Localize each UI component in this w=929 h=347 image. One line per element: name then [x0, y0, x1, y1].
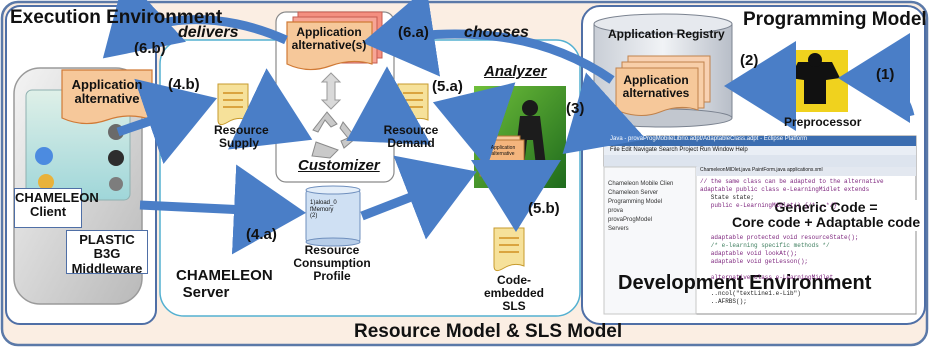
registry-alternatives-label: Application alternatives — [622, 73, 690, 101]
step-2: (2) — [740, 52, 759, 69]
step-6a: (6.a) — [398, 24, 429, 41]
analyzer-card-text: Application alternative — [490, 145, 516, 157]
arrow-1 — [838, 33, 915, 124]
ide-code-line — [700, 282, 914, 290]
profile-doc-text: 1)aload_0 fMemory (2) — [310, 200, 337, 220]
preprocessor-figure — [782, 50, 848, 112]
analyzer-image — [474, 86, 566, 188]
resource-supply-label: Resource Supply — [214, 123, 269, 151]
ide-code-area: // the same class can be adapted to the … — [700, 178, 914, 312]
preprocessor-label: Preprocessor — [784, 115, 862, 129]
ide-tree-item: Chameleon Mobile Clien — [608, 181, 674, 187]
ide-code-line: adaptable void lookAt(); — [700, 250, 798, 257]
step-5a: (5.a) — [432, 78, 463, 95]
ide-tree-item: Servers — [608, 226, 629, 232]
resource-supply-doc — [217, 83, 249, 126]
chameleon-server-title: CHAMELEON Server — [176, 267, 273, 301]
sls-label: Code-embedded SLS — [483, 273, 544, 314]
ide-code-line: alternative class e-LearningMidlet — [700, 274, 834, 281]
arrow-5a — [432, 82, 516, 168]
arrow-4a — [139, 164, 306, 255]
ide-menu: File Edit Navigate Search Project Run Wi… — [610, 147, 748, 153]
arrow-3 — [562, 72, 647, 155]
ide-code-line: public e-LearningMidlet() {/*...*/} — [700, 202, 837, 209]
arrow-demand-to-customizer — [346, 66, 432, 145]
arrow-6b-delivers — [102, 0, 288, 59]
registry-label: Application Registry — [608, 27, 725, 41]
sls-doc — [493, 227, 525, 272]
programming-model-title: Programming Model — [743, 9, 927, 30]
profile-scroll — [305, 185, 361, 247]
execution-environment-title: Execution Environment — [10, 7, 223, 28]
step-6b: (6.b) — [134, 40, 166, 57]
app-alternative-label: Application alternative — [71, 77, 143, 107]
plastic-middleware-box: PLASTIC B3G Middleware — [66, 230, 148, 275]
customizer-app-label: Application alternative(s) — [291, 25, 367, 53]
ide-tree-item: Programming Model — [608, 199, 663, 205]
ide-code-line: adaptable public class e-LearningMidlet … — [700, 186, 870, 193]
double-arrow — [320, 72, 342, 110]
resource-demand-doc — [397, 83, 429, 126]
step-5b: (5.b) — [528, 200, 560, 217]
profile-label: Resource Consumption Profile — [293, 243, 371, 284]
bottom-model-title: Resource Model & SLS Model — [354, 321, 623, 342]
development-environment-title: Development Environment — [618, 272, 872, 294]
ide-code-line: adaptable protected void resourceState()… — [700, 234, 859, 241]
chooses-label: chooses — [464, 24, 529, 41]
ide-tree-item: Chameleon Server — [608, 190, 659, 196]
step-4b: (4.b) — [168, 76, 200, 93]
analyzer-label: Analyzer — [484, 63, 547, 80]
step-3: (3) — [566, 100, 585, 117]
ide-title-bar: Java - provaProgMobileLibrio.adpt/Adapta… — [610, 136, 808, 142]
delivers-label: delivers — [178, 24, 239, 41]
ide-tree-item: provaProgModel — [608, 217, 653, 223]
generic-code-label: Generic Code = Core code + Adaptable cod… — [732, 199, 921, 231]
ide-code-line: State state; — [700, 194, 755, 201]
ide-code-line: // the same class can be adapted to the … — [700, 178, 884, 185]
ide-code-line: /* e-learning specific methods */ — [700, 242, 830, 249]
ide-code-line: adaptable void getLesson(); — [700, 258, 809, 265]
ide-code-line: ..ncol("textLine1.e-Lib") — [700, 290, 801, 297]
customizer-label: Customizer — [298, 157, 380, 174]
ide-code-line — [700, 226, 914, 234]
ide-code-line: ..AFRBS(); — [700, 298, 747, 305]
ide-code-line — [700, 218, 914, 226]
ide-code-line — [700, 210, 914, 218]
resource-demand-label: Resource Demand — [383, 123, 439, 151]
arrow-supply-to-customizer — [227, 68, 313, 150]
step-1: (1) — [876, 66, 895, 83]
ide-tabs: ChameleonMIDlet.java PaintForm.java appl… — [700, 167, 823, 173]
ide-tree-item: prova — [608, 208, 624, 214]
arrow-6a-chooses — [362, 0, 615, 84]
arrow-4b — [116, 78, 218, 165]
chameleon-client-box: CHAMELEON Client — [14, 188, 99, 228]
arrow-profile-to-analyzer — [360, 155, 477, 240]
step-4a: (4.a) — [246, 226, 277, 243]
ide-code-line — [700, 266, 914, 274]
